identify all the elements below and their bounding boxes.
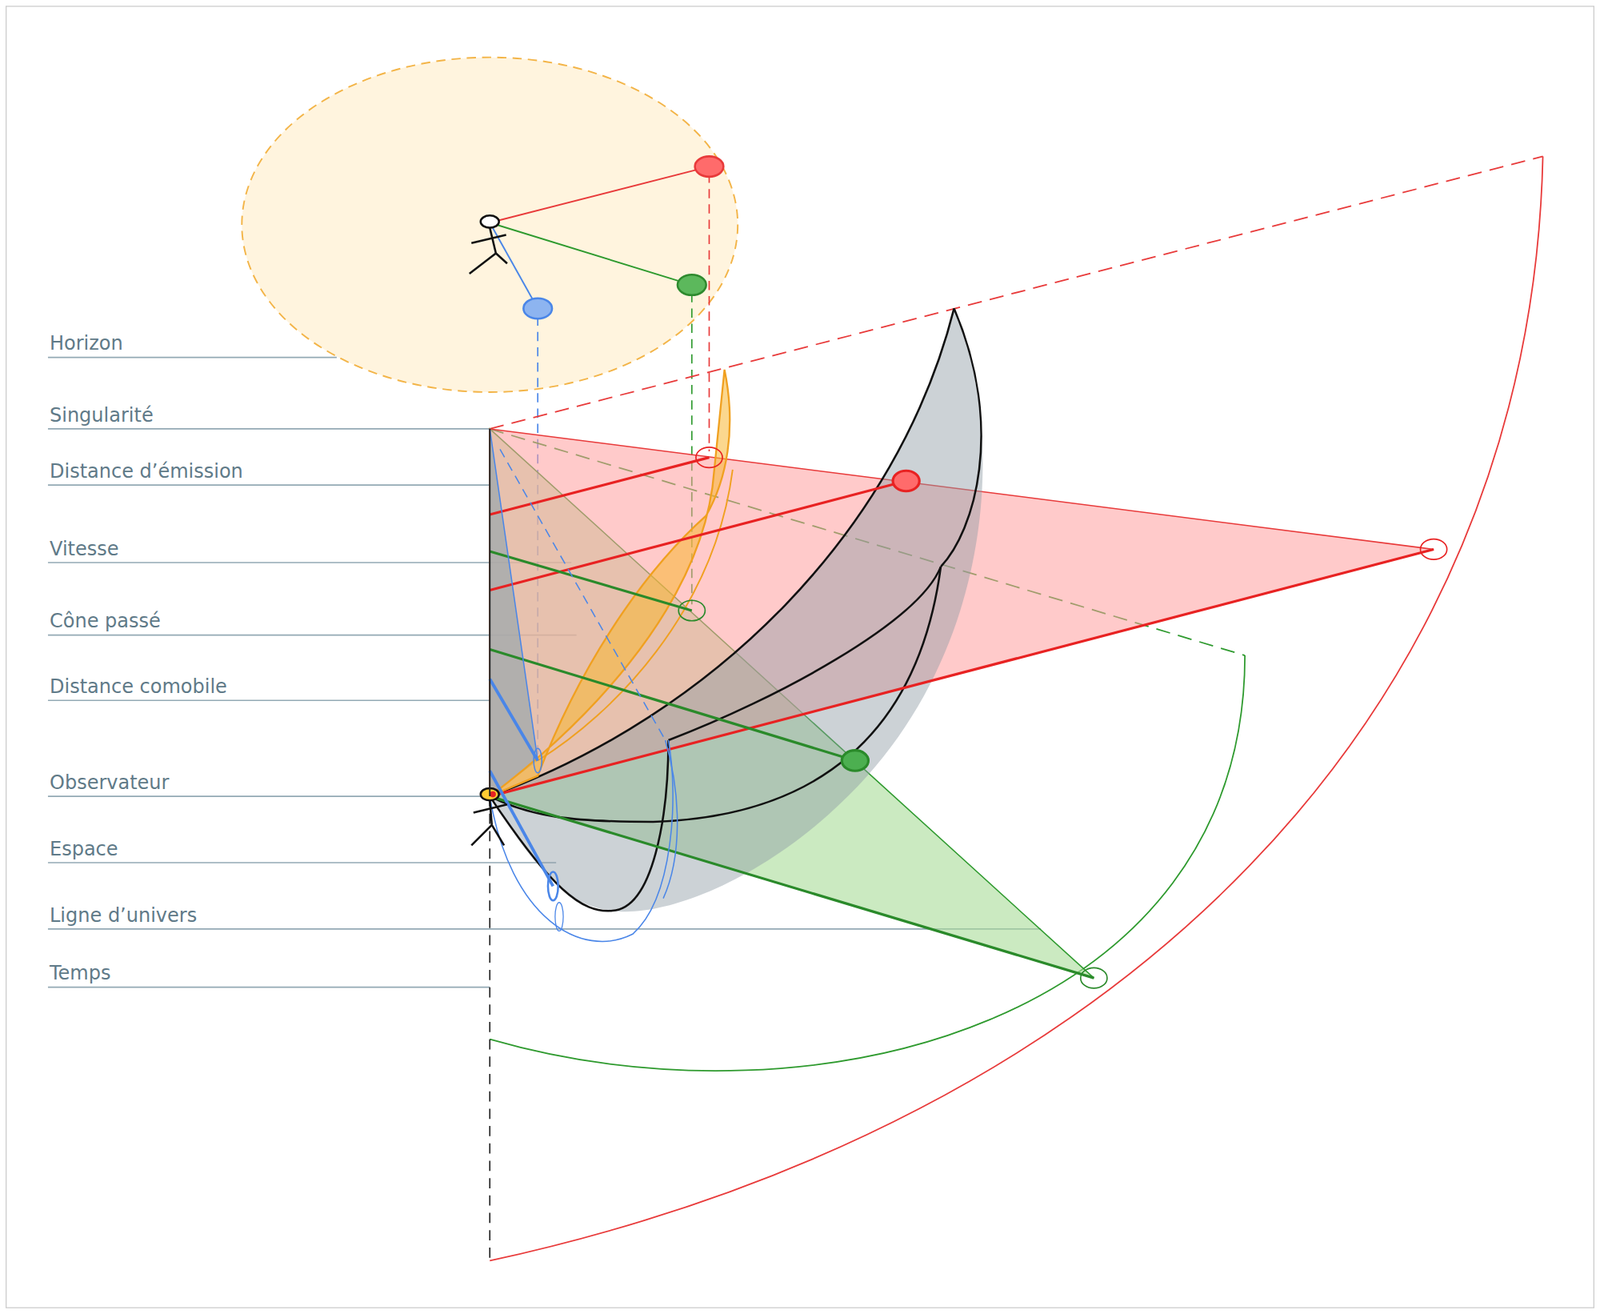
blue-galaxy [523, 298, 552, 320]
green-line [489, 648, 856, 760]
observer-figure [471, 788, 508, 845]
orange-curve [537, 469, 733, 761]
figure-head [480, 215, 500, 228]
red-galaxy [695, 156, 724, 177]
figure-arms [473, 804, 508, 812]
axis-label: Singularité [49, 404, 154, 427]
blue-thick [489, 678, 538, 760]
red-ring [1420, 539, 1448, 560]
frame [6, 6, 1595, 1308]
axis-segment [488, 428, 491, 796]
past-cone-surface [489, 308, 983, 912]
figure-leg [496, 253, 508, 264]
time-axis [488, 796, 491, 1260]
axis-label: Distance d’émission [49, 460, 244, 483]
axis-label: Cône passé [49, 609, 161, 632]
leader-line [48, 928, 1041, 930]
red-marker [892, 470, 920, 492]
cone-edge [489, 740, 668, 911]
green-ring [678, 600, 705, 621]
blue-line [489, 428, 538, 761]
blue-ring [555, 902, 564, 932]
axis-label: Espace [49, 837, 119, 860]
cone-edge [489, 308, 954, 796]
leader-line [48, 428, 490, 430]
axis-label: Ligne d’univers [49, 904, 197, 927]
red-arc [489, 156, 1543, 1260]
red-sightline [489, 166, 709, 223]
blue-worldlines [489, 428, 677, 941]
blue-thick [489, 770, 553, 886]
figure-leg [469, 253, 496, 275]
leader-line [48, 795, 490, 797]
observer-dot [489, 791, 496, 798]
figure-body [489, 228, 496, 254]
axis-label: Distance comobile [49, 675, 228, 698]
green-ring [1080, 967, 1108, 988]
red-line [489, 457, 709, 515]
leader-line [48, 699, 490, 701]
leader-line [48, 484, 490, 486]
leader-line [48, 986, 490, 988]
red-projection [708, 173, 711, 452]
red-lines [489, 457, 1434, 796]
observer-figure [469, 215, 508, 274]
green-galaxy [677, 274, 707, 296]
cone-edge [940, 308, 981, 567]
figure-leg [471, 824, 492, 846]
axis-label: Observateur [49, 771, 169, 794]
red-dashed-line [489, 156, 1543, 429]
green-line [489, 796, 1094, 978]
blue-ring [533, 748, 542, 773]
leader-line [48, 861, 556, 864]
blue-loop [489, 740, 673, 941]
horizon-disc [241, 57, 738, 392]
red-line [489, 548, 1434, 796]
axis-label: Temps [49, 961, 111, 984]
past-cone-outline [489, 308, 981, 911]
figure-leg [492, 824, 504, 846]
green-marker [841, 750, 868, 772]
axis-label: Horizon [49, 332, 124, 355]
red-ring [696, 447, 723, 468]
green-line [489, 551, 692, 611]
grey-wedge [489, 428, 538, 796]
blue-dashed [500, 448, 666, 740]
green-lines [489, 551, 1094, 978]
figure-arms [471, 235, 506, 244]
blue-sightline [489, 222, 538, 308]
axis-label: Vitesse [49, 537, 120, 560]
blue-curve [663, 740, 678, 899]
orange-surface [489, 369, 730, 796]
red-line [489, 480, 906, 590]
blue-ring [548, 871, 559, 900]
cone-edge [489, 566, 941, 822]
leader-line [48, 356, 337, 359]
figure-body [489, 800, 492, 825]
